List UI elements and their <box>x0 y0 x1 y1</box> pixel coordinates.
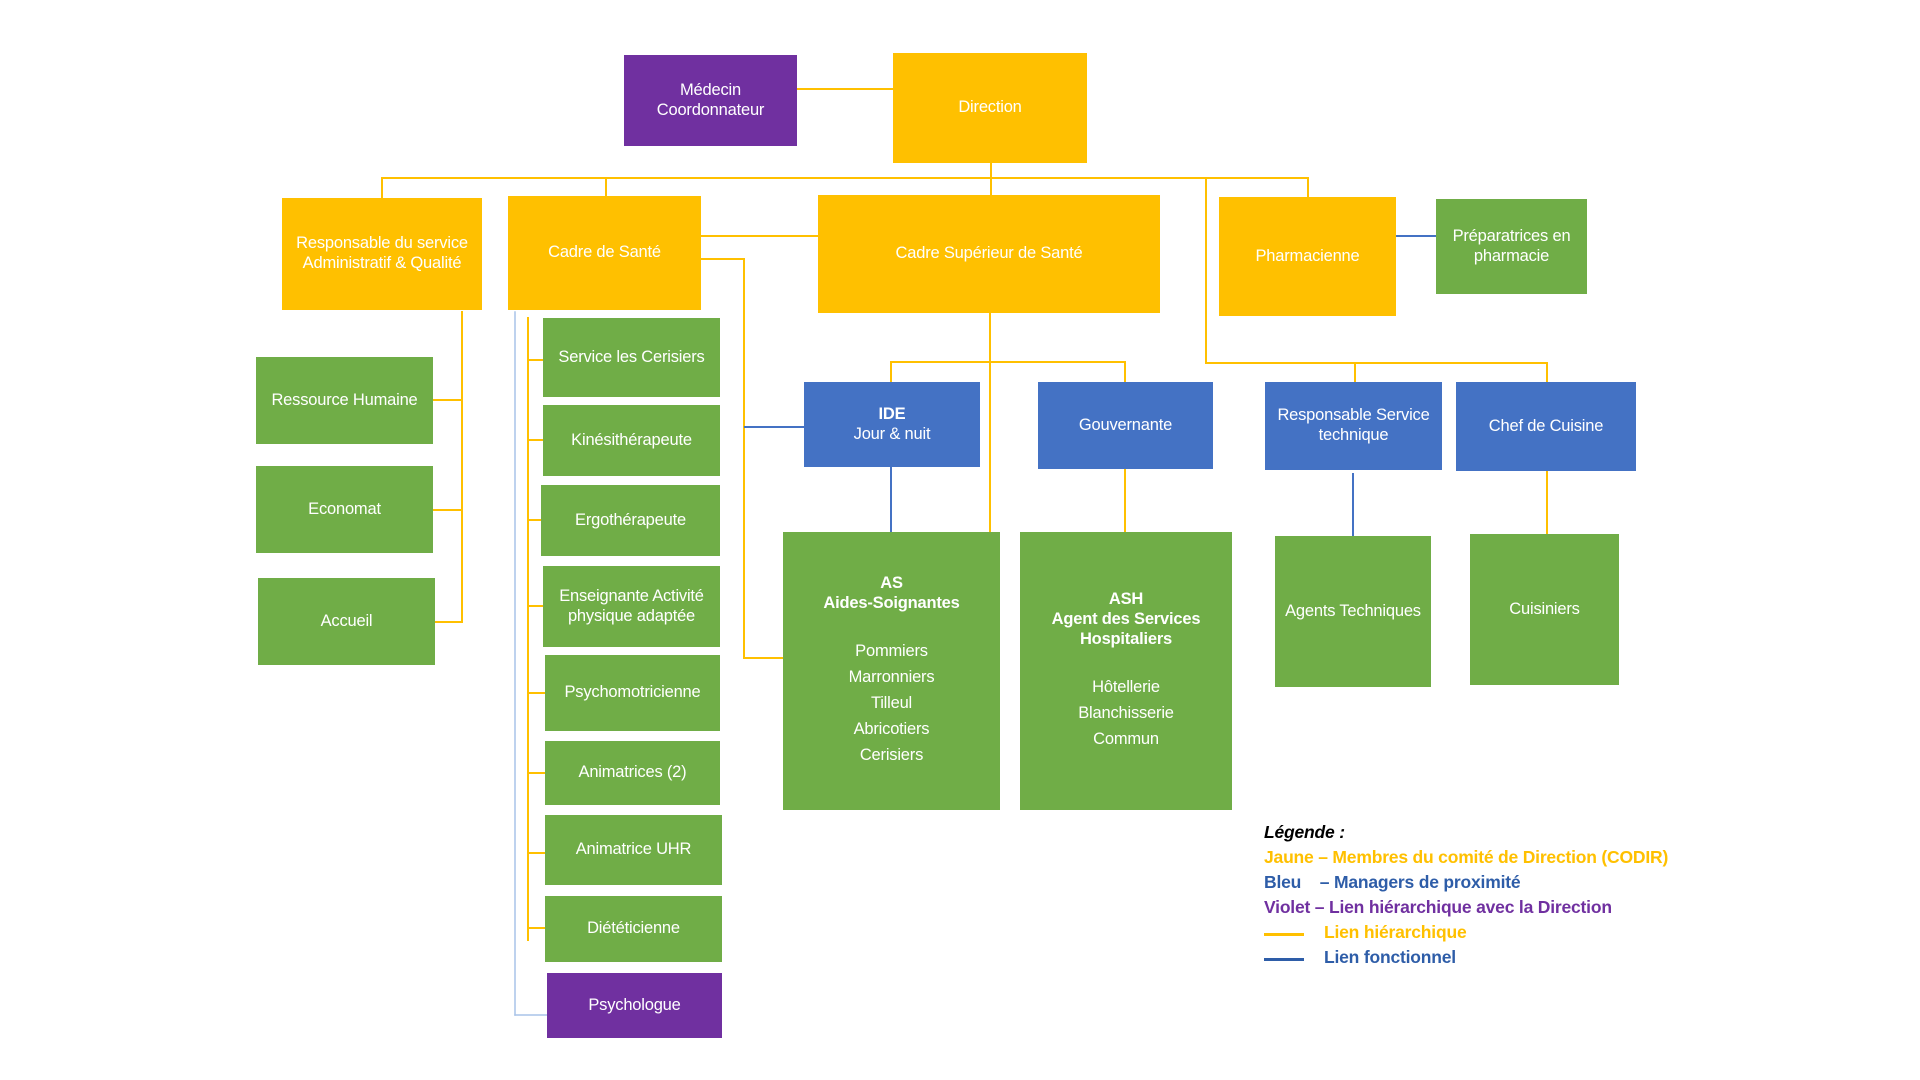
psychologue-label: Psychologue <box>588 995 681 1014</box>
legend-fonctionnel-label: Lien fonctionnel <box>1324 947 1456 967</box>
cadre-superieur-sante-label: Cadre Supérieur de Santé <box>895 244 1083 263</box>
legend-bleu-word: Bleu <box>1264 872 1302 892</box>
accueil-label: Accueil <box>320 611 373 630</box>
animatrice-uhr-label: Animatrice UHR <box>575 840 692 859</box>
ash-service: Blanchisserie <box>1078 703 1174 722</box>
as-unit: Abricotiers <box>853 719 930 738</box>
accueil-box: Accueil <box>258 578 435 665</box>
legend-hierarchique: Lien hiérarchique <box>1264 920 1668 945</box>
ash-subtitle: Agent des Services Hospitaliers <box>1051 610 1201 648</box>
ide-box: IDE Jour & nuit <box>804 382 980 467</box>
preparatrices-pharmacie-label: Préparatrices en pharmacie <box>1452 226 1571 265</box>
as-unit: Cerisiers <box>859 745 924 764</box>
medecin-coordonnateur-label: Médecin Coordonnateur <box>656 80 765 119</box>
psychomotricienne-box: Psychomotricienne <box>545 655 720 731</box>
animatrices-box: Animatrices (2) <box>545 741 720 805</box>
ressource-humaine-label: Ressource Humaine <box>271 390 418 409</box>
ergotherapeute-box: Ergothérapeute <box>541 485 720 556</box>
legend-bleu-desc: – Managers de proximité <box>1319 872 1521 892</box>
cadre-superieur-sante-box: Cadre Supérieur de Santé <box>818 195 1160 313</box>
pharmacienne-box: Pharmacienne <box>1219 197 1396 316</box>
psychologue-functional-link <box>514 311 548 1016</box>
direction-label: Direction <box>958 98 1022 117</box>
enseignante-apa-label: Enseignante Activité physique adaptée <box>559 586 704 625</box>
service-cerisiers-box: Service les Cerisiers <box>543 318 720 397</box>
dieteticienne-label: Diététicienne <box>587 919 680 938</box>
ressource-humaine-box: Ressource Humaine <box>256 357 433 444</box>
ash-box: ASH Agent des Services Hospitaliers Hôte… <box>1020 532 1232 810</box>
resp-admin-qualite-box: Responsable du service Administratif & Q… <box>282 198 482 310</box>
legend-title: Légende : <box>1264 822 1345 842</box>
as-title: AS <box>880 574 903 593</box>
resp-service-technique-box: Responsable Service technique <box>1265 382 1442 470</box>
psychomotricienne-label: Psychomotricienne <box>564 683 701 702</box>
chef-cuisine-label: Chef de Cuisine <box>1488 416 1604 435</box>
dieteticienne-box: Diététicienne <box>545 896 722 962</box>
hierarchical-links <box>381 88 1548 941</box>
ash-services-list: Hôtellerie Blanchisserie Commun <box>1078 674 1174 752</box>
preparatrices-pharmacie-box: Préparatrices en pharmacie <box>1436 199 1587 294</box>
chef-cuisine-box: Chef de Cuisine <box>1456 382 1636 471</box>
ash-service: Hôtellerie <box>1092 677 1160 696</box>
as-unit: Tilleul <box>870 693 913 712</box>
as-subtitle: Aides-Soignantes <box>823 594 960 612</box>
hierarchical-line-swatch <box>1264 933 1304 936</box>
agents-techniques-box: Agents Techniques <box>1275 536 1431 687</box>
cuisiniers-label: Cuisiniers <box>1509 599 1580 618</box>
kinesitherapeute-box: Kinésithérapeute <box>543 405 720 476</box>
resp-admin-qualite-label: Responsable du service Administratif & Q… <box>296 234 468 272</box>
pharmacienne-label: Pharmacienne <box>1255 246 1360 265</box>
as-unit: Pommiers <box>855 641 928 660</box>
agents-techniques-label: Agents Techniques <box>1285 601 1421 620</box>
cadre-de-sante-box: Cadre de Santé <box>508 196 701 310</box>
aides-soignantes-box: AS Aides-Soignantes Pommiers Marronniers… <box>783 532 1000 810</box>
animatrice-uhr-box: Animatrice UHR <box>545 815 722 885</box>
gouvernante-box: Gouvernante <box>1038 382 1213 469</box>
ash-title: ASH <box>1108 590 1144 609</box>
medecin-coordonnateur-box: Médecin Coordonnateur <box>624 55 797 146</box>
resp-service-technique-label: Responsable Service technique <box>1277 406 1430 444</box>
ergotherapeute-label: Ergothérapeute <box>575 510 686 529</box>
legend: Légende : Jaune – Membres du comité de D… <box>1264 820 1668 970</box>
cadre-de-sante-label: Cadre de Santé <box>548 243 661 262</box>
as-units-list: Pommiers Marronniers Tilleul Abricotiers… <box>849 638 935 768</box>
service-cerisiers-label: Service les Cerisiers <box>558 347 705 366</box>
legend-hierarchique-label: Lien hiérarchique <box>1324 922 1467 942</box>
kinesitherapeute-label: Kinésithérapeute <box>571 430 692 449</box>
functional-links <box>744 235 1437 537</box>
legend-violet: Violet – Lien hiérarchique avec la Direc… <box>1264 897 1612 917</box>
functional-line-swatch <box>1264 958 1304 961</box>
ide-subtitle: Jour & nuit <box>853 424 931 443</box>
ash-service: Commun <box>1093 729 1159 748</box>
enseignante-apa-box: Enseignante Activité physique adaptée <box>543 566 720 647</box>
economat-label: Economat <box>308 499 381 518</box>
as-unit: Marronniers <box>848 667 935 686</box>
cuisiniers-box: Cuisiniers <box>1470 534 1619 685</box>
psychologue-box: Psychologue <box>547 973 722 1038</box>
economat-box: Economat <box>256 466 433 553</box>
legend-fonctionnel: Lien fonctionnel <box>1264 945 1668 970</box>
direction-box: Direction <box>893 53 1087 163</box>
legend-bleu: Bleu – Managers de proximité <box>1264 870 1668 895</box>
gouvernante-label: Gouvernante <box>1078 415 1173 434</box>
legend-jaune: Jaune – Membres du comité de Direction (… <box>1264 847 1669 867</box>
animatrices-label: Animatrices (2) <box>578 763 687 782</box>
ide-title: IDE <box>878 404 906 423</box>
